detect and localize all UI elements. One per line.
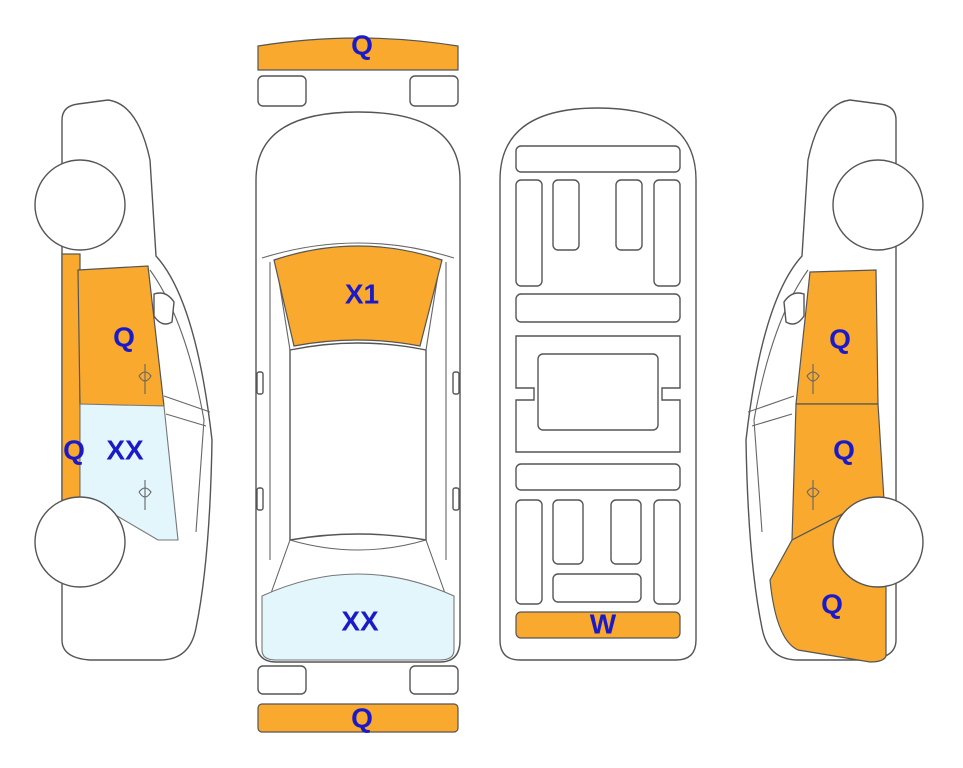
underbody-crossmember-2: [515, 463, 681, 491]
right-rear-door-code: Q: [833, 434, 855, 465]
left-side-window-line: [149, 269, 205, 533]
right-rear-quarter-code: Q: [821, 588, 843, 619]
rear-bumper-code: Q: [351, 702, 373, 733]
mirror-left: [256, 371, 264, 395]
mirror-right-rear: [452, 487, 460, 511]
left-front-wheel: [34, 159, 126, 251]
right-side-window-line: [753, 269, 809, 533]
underbody-view: W: [499, 107, 697, 661]
right-side-mirror: [783, 292, 805, 325]
roof-panel: [289, 342, 427, 541]
left-front-window-code: XX: [106, 434, 144, 465]
front-bumper-code: Q: [351, 29, 373, 60]
underbody-frame-front: [515, 145, 681, 173]
right-rear-wheel: [832, 496, 924, 588]
trunk-line: [289, 539, 427, 551]
underbody-rail-4: [653, 179, 681, 287]
underbody-crossmember-3: [552, 573, 642, 603]
rear-bumper-panel[interactable]: [257, 703, 459, 733]
rear-window-code: XX: [341, 605, 379, 636]
right-door-handle-rear: [806, 480, 820, 510]
underbody-rear-code: W: [590, 608, 617, 639]
underbody-center-pan: [537, 353, 659, 431]
front-bumper-panel[interactable]: [257, 37, 459, 71]
headlight-right: [409, 75, 459, 107]
mirror-right: [452, 371, 460, 395]
left-side-crease: [163, 395, 211, 427]
right-front-wheel: [832, 159, 924, 251]
taillight-right: [409, 665, 459, 695]
right-side-view: Q Q Q: [745, 99, 924, 663]
left-rocker-code: Q: [63, 434, 85, 465]
left-side-mirror: [153, 292, 175, 325]
underbody-rail-7: [610, 499, 642, 565]
windshield-code: X1: [345, 278, 379, 309]
underbody-rail-3: [615, 179, 643, 251]
top-view-hood-line: [261, 242, 455, 259]
right-front-door-code: Q: [829, 323, 851, 354]
underbody-crossmember-1: [515, 293, 681, 323]
left-front-door-code: Q: [113, 321, 135, 352]
underbody-rail-6: [552, 499, 584, 565]
underbody-rail-8: [653, 499, 681, 605]
mirror-left-rear: [256, 487, 264, 511]
left-side-view: Q Q XX: [34, 99, 213, 661]
underbody-rail-1: [515, 179, 543, 287]
right-side-crease: [747, 395, 795, 427]
left-door-handle-rear: [138, 480, 152, 510]
underbody-rail-2: [552, 179, 580, 251]
rear-window-panel[interactable]: [261, 573, 455, 661]
left-door-handle-front: [138, 364, 152, 394]
headlight-left: [257, 75, 307, 107]
pillar-lines: [269, 261, 447, 597]
right-door-handle-front: [806, 364, 820, 394]
underbody-rear-panel[interactable]: [515, 611, 681, 639]
top-view: Q X1 XX Q: [255, 29, 461, 733]
left-rear-wheel: [34, 496, 126, 588]
underbody-rail-5: [515, 499, 543, 605]
windshield-panel[interactable]: [273, 245, 443, 347]
taillight-left: [257, 665, 307, 695]
